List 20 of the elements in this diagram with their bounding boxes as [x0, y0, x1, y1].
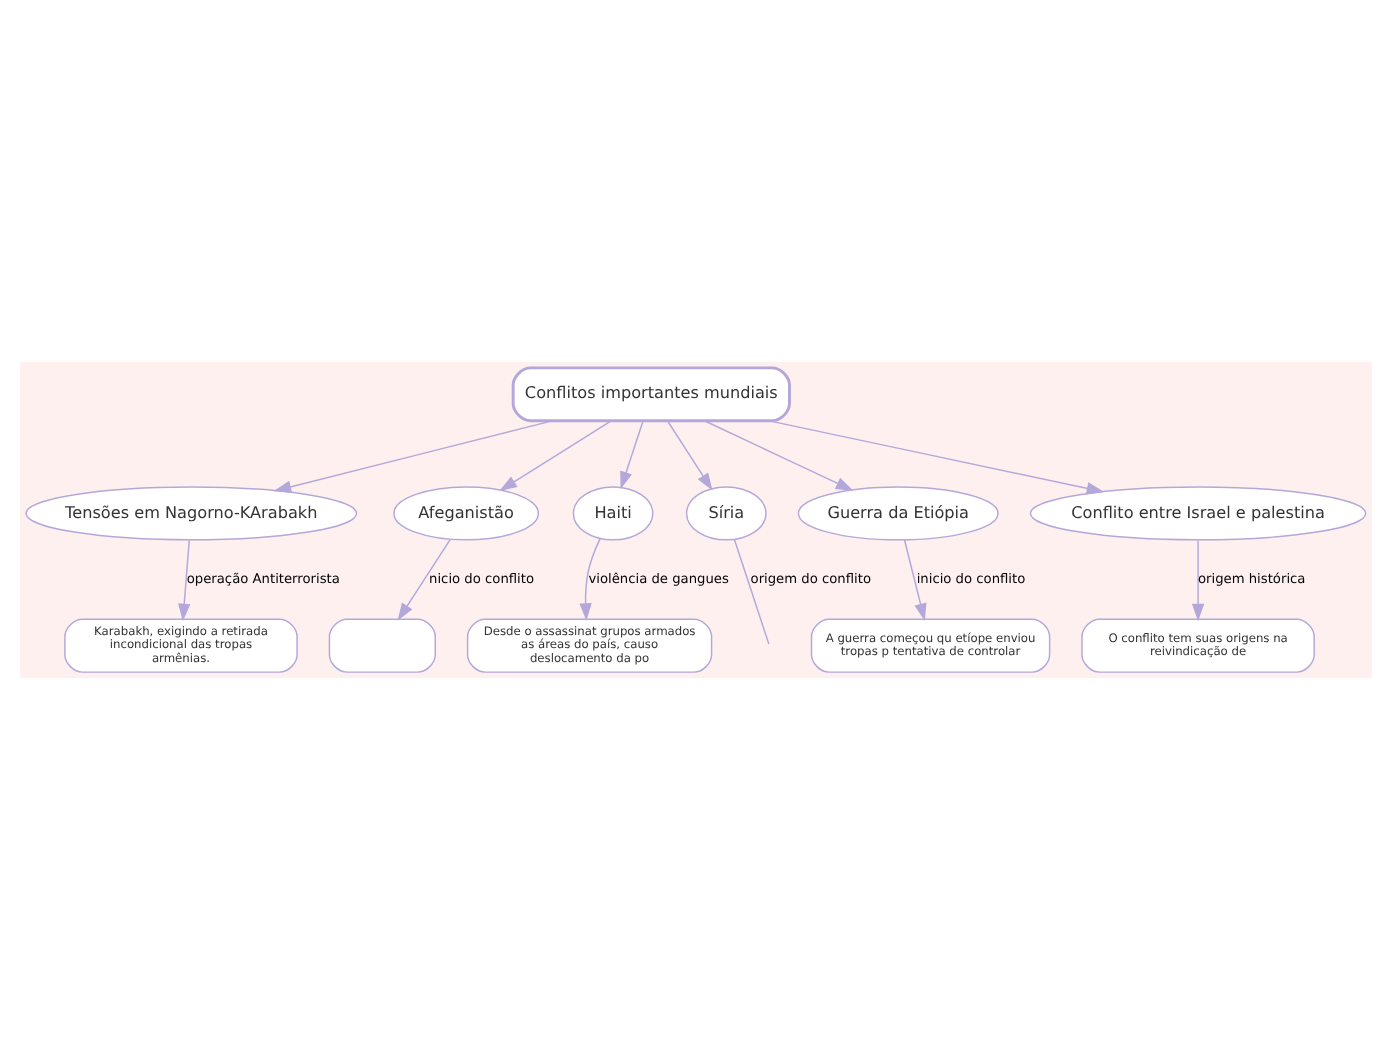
arrow — [768, 420, 1105, 495]
arrow — [397, 539, 451, 621]
arrow — [1191, 539, 1205, 622]
arrow — [178, 539, 191, 622]
node-box — [328, 618, 436, 673]
connector — [733, 539, 770, 645]
node-ellipse: Tensões em Nagorno-KArabakh — [25, 486, 358, 541]
node-box: Conflitos importantes mundiais — [511, 366, 791, 423]
node-ellipse: Guerra da Etiópia — [797, 486, 999, 541]
arrow — [273, 420, 553, 493]
arrow — [666, 420, 713, 491]
node-ellipse: Afeganistão — [393, 486, 540, 541]
node-ellipse: Conflito entre Israel e palestina — [1029, 486, 1367, 541]
arrow — [579, 537, 601, 621]
node-ellipse: Haiti — [572, 486, 654, 541]
arrow — [499, 420, 612, 492]
arrow — [903, 539, 927, 622]
node-ellipse: Síria — [685, 486, 767, 541]
arrow — [704, 420, 854, 491]
arrow — [620, 420, 644, 490]
